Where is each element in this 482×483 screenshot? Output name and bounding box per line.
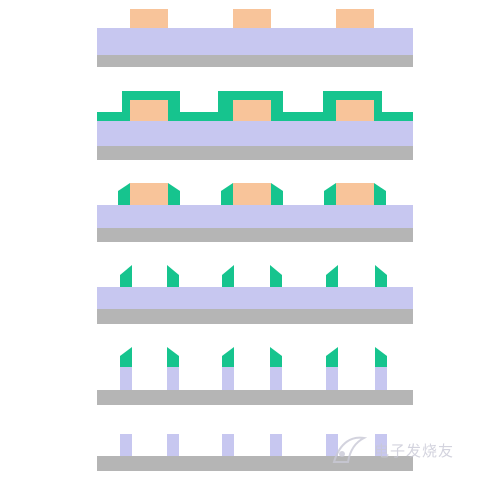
- film-line: [167, 367, 179, 390]
- sidewall-spacer: [375, 265, 387, 287]
- film-line: [222, 434, 234, 456]
- mandrel: [233, 183, 271, 205]
- film-layer: [97, 287, 413, 309]
- mandrel: [233, 100, 271, 121]
- film-layer: [97, 205, 413, 228]
- sidewall-spacer: [375, 347, 387, 367]
- sidewall-spacer: [324, 183, 336, 205]
- sidewall-spacer: [270, 265, 282, 287]
- film-line: [167, 434, 179, 456]
- sidewall-spacer: [222, 265, 234, 287]
- mandrel: [336, 9, 374, 29]
- sidewall-spacer: [326, 265, 338, 287]
- process-steps: [97, 9, 413, 471]
- sidewall-spacer: [118, 183, 130, 205]
- sidewall-spacer: [271, 183, 283, 205]
- sidewall-spacer: [221, 183, 233, 205]
- watermark-text: 电子发烧友: [374, 441, 455, 460]
- mandrel: [130, 100, 168, 121]
- step-2: [97, 91, 413, 160]
- film-line: [270, 434, 282, 456]
- film-line: [375, 434, 387, 456]
- mandrel: [336, 100, 374, 121]
- film-line: [326, 434, 338, 456]
- sidewall-spacer: [120, 347, 132, 367]
- sidewall-spacer: [168, 183, 180, 205]
- film-line: [326, 367, 338, 390]
- mandrel: [130, 9, 168, 29]
- substrate-layer: [97, 228, 413, 242]
- film-line: [222, 367, 234, 390]
- step-3: [97, 183, 413, 242]
- step-1: [97, 9, 413, 67]
- film-line: [120, 434, 132, 456]
- step-4: [97, 265, 413, 324]
- film-line: [120, 367, 132, 390]
- mandrel: [336, 183, 374, 205]
- mandrel: [130, 183, 168, 205]
- step-5: [97, 347, 413, 405]
- substrate-layer: [97, 146, 413, 160]
- sidewall-spacer: [167, 347, 179, 367]
- substrate-layer: [97, 55, 413, 67]
- mandrel: [233, 9, 271, 29]
- substrate-layer: [97, 309, 413, 324]
- sidewall-spacer: [167, 265, 179, 287]
- film-line: [270, 367, 282, 390]
- sidewall-spacer: [270, 347, 282, 367]
- watermark: 电子发烧友: [330, 430, 470, 470]
- sidewall-spacer: [326, 347, 338, 367]
- film-line: [375, 367, 387, 390]
- substrate-layer: [97, 390, 413, 405]
- film-layer: [97, 118, 413, 146]
- sidewall-spacer: [222, 347, 234, 367]
- sidewall-spacer: [120, 265, 132, 287]
- logo-icon: [332, 436, 368, 463]
- film-layer: [97, 28, 413, 56]
- sidewall-spacer: [374, 183, 386, 205]
